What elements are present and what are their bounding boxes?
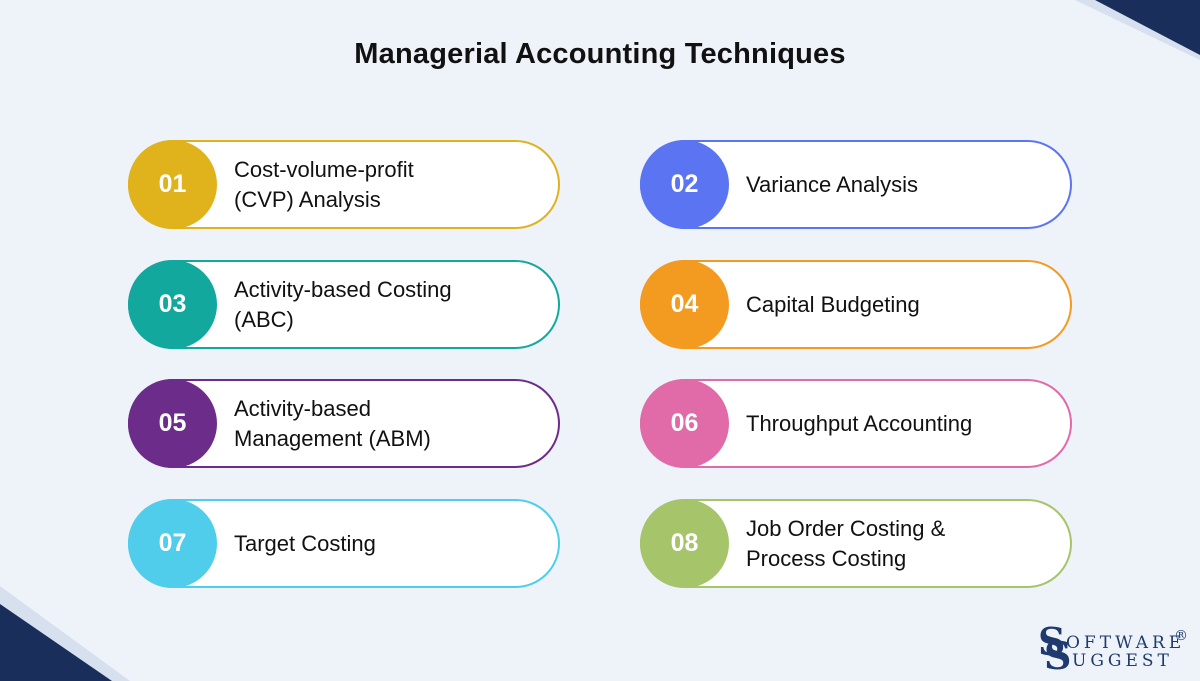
technique-card: 06 Throughput Accounting xyxy=(640,379,1072,468)
technique-label: Variance Analysis xyxy=(746,171,919,197)
logo-word-suggest: UGGEST xyxy=(1072,651,1173,671)
technique-number-badge: 06 xyxy=(640,379,729,468)
technique-label: Activity-based Management (ABM) xyxy=(234,395,431,451)
corner-decoration-bottom-left xyxy=(0,586,130,681)
techniques-grid: 01 Cost-volume-profit (CVP) Analysis 02 … xyxy=(128,140,1072,588)
technique-number-badge: 02 xyxy=(640,140,729,229)
technique-label: Cost-volume-profit (CVP) Analysis xyxy=(234,156,414,212)
logo-initial-s-second: S xyxy=(1044,633,1072,678)
technique-number-badge: 05 xyxy=(128,379,217,468)
technique-label: Throughput Accounting xyxy=(746,410,973,436)
technique-label: Job Order Costing & Process Costing xyxy=(746,515,946,571)
logo-word-software: OFTWARE xyxy=(1066,633,1186,653)
technique-label: Activity-based Costing (ABC) xyxy=(234,276,452,332)
corner-decoration-top-right xyxy=(1075,0,1200,60)
technique-number-badge: 01 xyxy=(128,140,217,229)
technique-number-badge: 04 xyxy=(640,260,729,349)
technique-number-badge: 03 xyxy=(128,260,217,349)
technique-card: 05 Activity-based Management (ABM) xyxy=(128,379,560,468)
technique-card: 08 Job Order Costing & Process Costing xyxy=(640,499,1072,588)
technique-number-badge: 08 xyxy=(640,499,729,588)
logo-registered-mark: ® xyxy=(1174,628,1188,644)
page-title: Managerial Accounting Techniques xyxy=(354,38,846,70)
logo-initial-s: S xyxy=(1038,619,1066,664)
technique-number-badge: 07 xyxy=(128,499,217,588)
technique-card: 01 Cost-volume-profit (CVP) Analysis xyxy=(128,140,560,229)
technique-label: Capital Budgeting xyxy=(746,291,920,317)
softwaresuggest-logo: S OFTWARE ® S UGGEST xyxy=(1038,619,1188,675)
technique-label: Target Costing xyxy=(234,530,376,556)
technique-card: 04 Capital Budgeting xyxy=(640,260,1072,349)
technique-card: 02 Variance Analysis xyxy=(640,140,1072,229)
technique-card: 03 Activity-based Costing (ABC) xyxy=(128,260,560,349)
technique-card: 07 Target Costing xyxy=(128,499,560,588)
